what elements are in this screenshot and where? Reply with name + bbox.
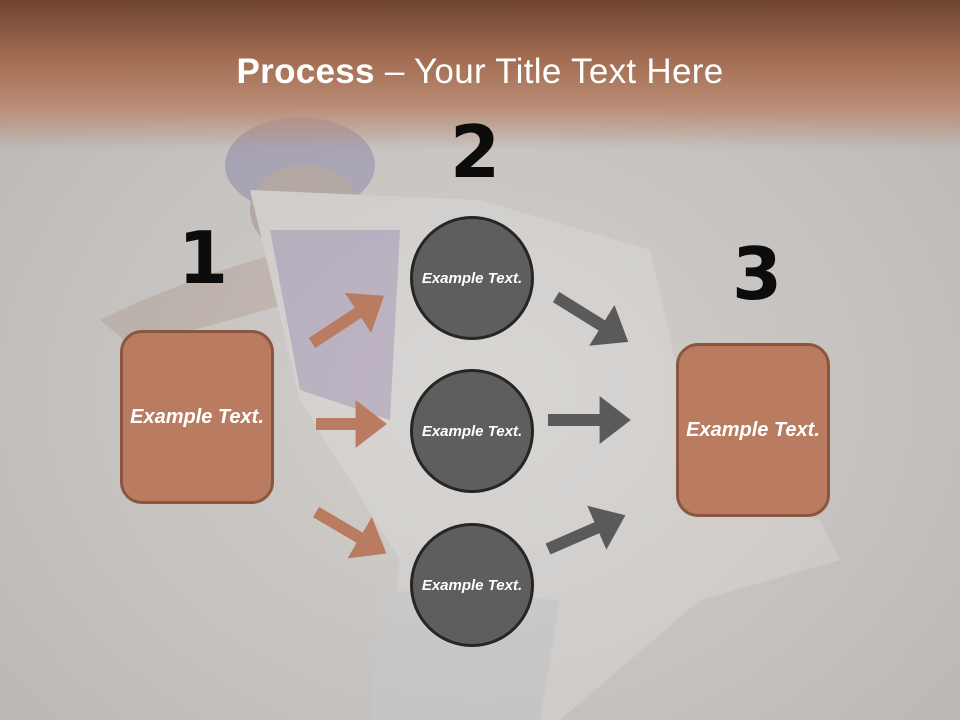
step-box-right-text: Example Text.: [686, 418, 820, 441]
arrow-right-up: [545, 505, 626, 555]
step-number-3: 3: [732, 232, 783, 316]
slide-title: Process – Your Title Text Here: [0, 52, 960, 92]
circle-middle-text: Example Text.: [421, 422, 523, 440]
circle-middle: Example Text.: [410, 369, 534, 493]
step-box-right: Example Text.: [676, 343, 830, 517]
step-number-2: 2: [450, 110, 501, 194]
circle-top: Example Text.: [410, 216, 534, 340]
title-bold: Process: [236, 52, 375, 91]
title-rest: – Your Title Text Here: [374, 52, 724, 91]
circle-bottom-text: Example Text.: [421, 576, 523, 594]
arrow-left-down: [312, 506, 387, 559]
step-box-left-text: Example Text.: [130, 405, 264, 428]
step-number-1: 1: [178, 216, 229, 300]
step-box-left: Example Text.: [120, 330, 274, 504]
circle-bottom: Example Text.: [410, 523, 534, 647]
circle-top-text: Example Text.: [421, 269, 523, 287]
header-band: [0, 0, 960, 150]
arrow-left-up: [308, 292, 385, 349]
arrow-right-down: [552, 291, 629, 346]
